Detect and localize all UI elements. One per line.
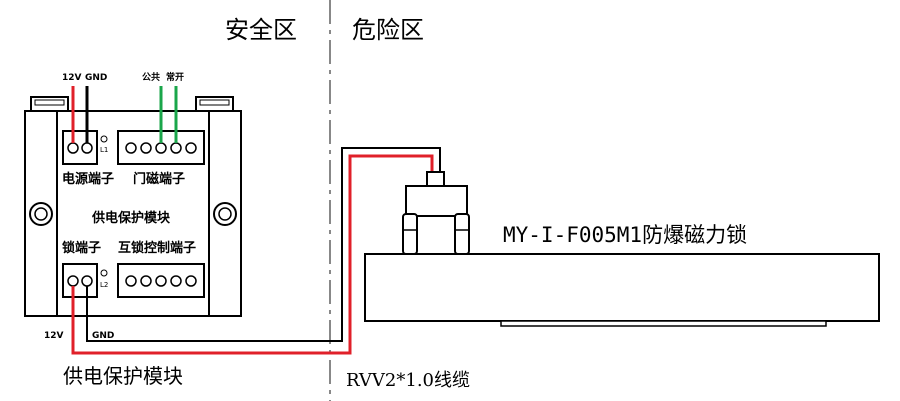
led-l1-icon	[100, 135, 108, 143]
red-cable	[71, 154, 434, 355]
module-title: 供电保护模块	[91, 210, 171, 226]
power-protection-module: L1 电源端子 门磁端子 供电保护模块 锁端子 互锁控制端子 L2	[24, 96, 242, 317]
lock-connector-box	[405, 185, 468, 217]
lock-bolt-right	[454, 213, 470, 255]
led-l2-label: L2	[100, 281, 108, 289]
lock-bolt-left	[402, 213, 418, 255]
bottom-gnd-label: GND	[92, 331, 114, 341]
lock-terminal-label: 锁端子	[62, 240, 101, 256]
magnetic-lock	[364, 171, 880, 327]
led-l1-label: L1	[100, 146, 108, 154]
interlock-terminal-label: 互锁控制端子	[118, 240, 196, 256]
bottom-12v-label: 12V	[44, 331, 64, 341]
top-12v-label: 12V	[62, 73, 82, 83]
cable-gland	[426, 171, 445, 187]
safe-zone-label: 安全区	[225, 16, 297, 44]
lock-model-label: MY-I-F005M1防爆磁力锁	[503, 223, 747, 247]
top-gnd-label: GND	[85, 73, 107, 83]
lock-face-plate	[500, 320, 827, 327]
top-common-label: 公共	[142, 71, 160, 83]
black-cable	[86, 147, 441, 342]
power-terminal-label: 电源端子	[62, 171, 114, 187]
hazard-zone-label: 危险区	[352, 16, 424, 44]
led-l2-icon	[100, 269, 108, 277]
top-no-label: 常开	[166, 71, 184, 83]
lock-body	[364, 253, 880, 322]
module-caption: 供电保护模块	[63, 364, 183, 388]
door-terminal-label: 门磁端子	[133, 171, 185, 187]
cable-label: RVV2*1.0线缆	[346, 370, 470, 391]
